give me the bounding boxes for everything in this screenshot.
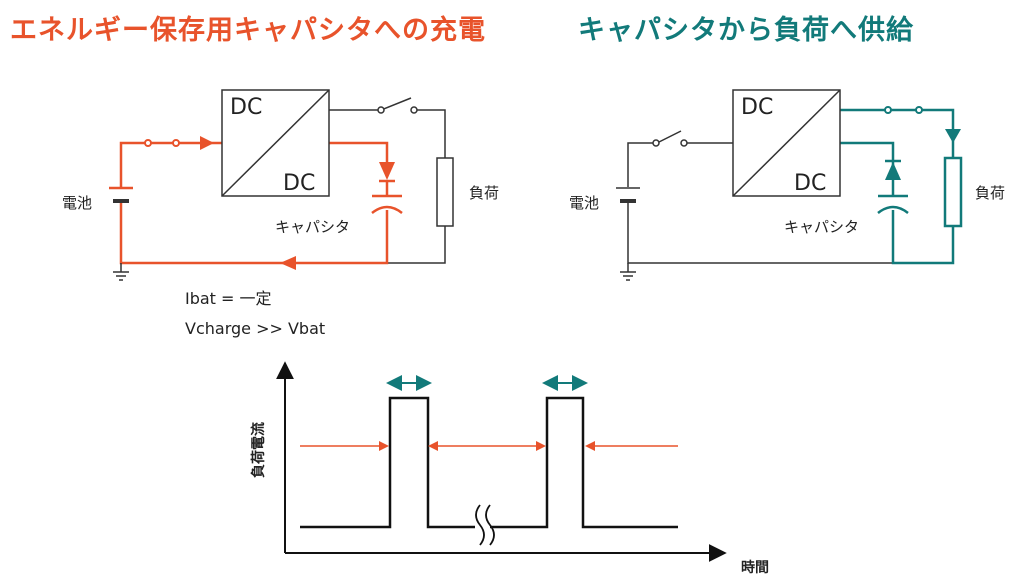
right-diode <box>885 162 901 180</box>
left-load-label: 負荷 <box>469 184 499 202</box>
vcharge-note: Vcharge >> Vbat <box>185 319 325 338</box>
left-ground-icon <box>113 263 129 281</box>
right-battery-label: 電池 <box>569 194 599 212</box>
graph-x-label: 時間 <box>741 559 769 576</box>
left-output-switch-contact <box>410 106 418 114</box>
right-output-switch-contact <box>915 106 923 114</box>
charging-title: エネルギー保存用キャパシタへの充電 <box>10 15 486 46</box>
right-load-arrow <box>945 129 961 143</box>
right-dc-out-label: DC <box>794 171 826 196</box>
ibat-note: Ibat = 一定 <box>185 289 272 308</box>
right-load-resistor <box>943 156 963 228</box>
left-charge-arrow-left <box>280 256 296 270</box>
left-wires <box>329 97 446 264</box>
supply-title: キャパシタから負荷へ供給 <box>578 15 914 46</box>
current-waveform-2 <box>490 396 678 529</box>
right-ground-icon <box>620 263 636 281</box>
right-input-switch-contact <box>680 139 688 147</box>
left-capacitor-label: キャパシタ <box>275 218 350 236</box>
left-output-switch-contact <box>377 106 385 114</box>
load-current-graph: 負荷電流 時間 <box>250 361 769 576</box>
left-charge-arrow-right <box>200 136 214 150</box>
right-dc-in-label: DC <box>741 95 773 120</box>
left-input-switch-contact <box>144 139 152 147</box>
axis-break-symbol <box>475 504 485 546</box>
graph-y-label: 負荷電流 <box>250 422 267 478</box>
left-input-switch-contact <box>172 139 180 147</box>
left-diode <box>379 162 395 180</box>
right-input-switch-contact <box>652 139 660 147</box>
left-dc-in-label: DC <box>230 95 262 120</box>
left-load-resistor <box>436 157 454 227</box>
right-output-switch-contact <box>884 106 892 114</box>
current-waveform-1 <box>300 396 475 529</box>
right-supply-path <box>840 108 955 265</box>
right-capacitor-label: キャパシタ <box>784 218 859 236</box>
left-battery-label: 電池 <box>62 194 92 212</box>
right-load-label: 負荷 <box>975 184 1005 202</box>
right-circuit: DC DC 電池 キャパシタ 負荷 <box>569 89 1005 281</box>
left-dc-out-label: DC <box>283 171 315 196</box>
left-circuit: DC DC 電池 キャパシタ 負荷 Ibat = 一定 Vcharge >> V… <box>62 89 499 338</box>
